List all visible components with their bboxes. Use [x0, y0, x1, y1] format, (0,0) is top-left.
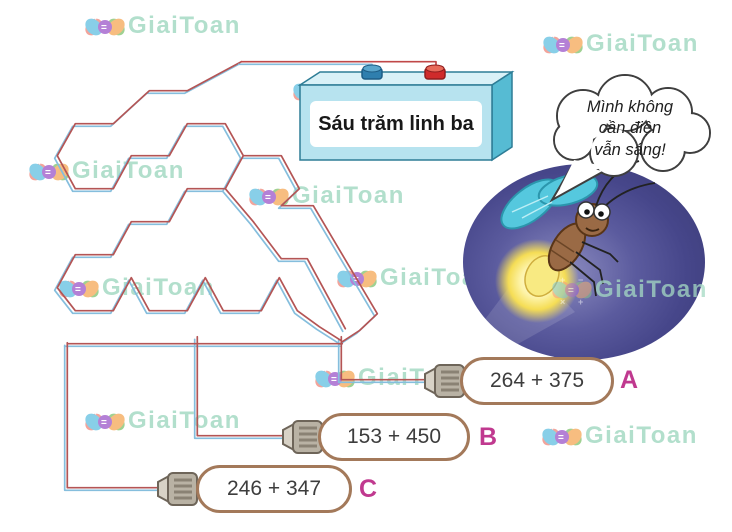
battery-terminal-red [424, 64, 446, 80]
speech-line: cần điện [598, 119, 662, 138]
watermark-text: GiaiToan [586, 30, 699, 57]
bulb-capsule-c[interactable]: 246 + 347 [196, 465, 352, 513]
bulb-plug-c [156, 471, 199, 507]
firefly-illustration [463, 160, 705, 360]
battery-terminal-blue [361, 64, 383, 80]
answer-label-c: C [359, 475, 378, 503]
watermark-text: GiaiToan [292, 182, 405, 209]
watermark-text: GiaiToan [585, 422, 698, 449]
watermark-text: GiaiToan [128, 12, 241, 39]
bulb-capsule-b[interactable]: 153 + 450 [318, 413, 470, 461]
expression-b: 153 + 450 [346, 425, 441, 448]
bulb-capsule-a[interactable]: 264 + 375 [460, 357, 614, 405]
speech-line: vẫn sáng! [594, 140, 666, 159]
bulb-plug-b [281, 419, 324, 455]
speech-bubble [549, 74, 711, 203]
watermark-text: GiaiToan [128, 407, 241, 434]
expression-c: 246 + 347 [226, 477, 321, 500]
speech-line: Mình không [586, 98, 674, 116]
answer-label-b: B [479, 423, 498, 451]
bulb-plug-a [423, 363, 466, 399]
wire-maze [53, 60, 437, 492]
speech-text: Mình không cần điện vẫn sáng! [556, 97, 704, 161]
battery-label: Sáu trăm linh ba [310, 101, 482, 147]
answer-label-a: A [620, 366, 639, 394]
watermark-text: GiaiToan [595, 276, 708, 303]
expression-a: 264 + 375 [489, 369, 584, 392]
battery-box [297, 64, 515, 162]
